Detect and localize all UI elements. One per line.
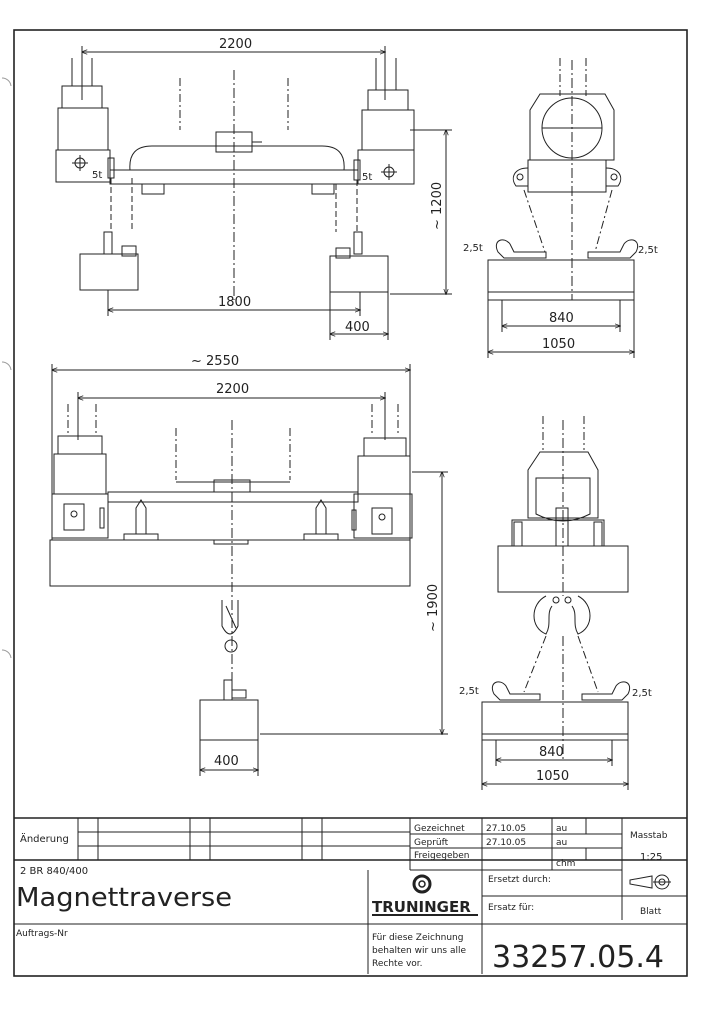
dim-top-spacing: 1800 — [218, 295, 251, 310]
scale-value: 1:25 — [640, 852, 662, 863]
bottom-front-view — [49, 364, 448, 776]
drawing-number: 33257.05.4 — [492, 940, 664, 975]
scale-label: Masstab — [630, 831, 668, 841]
drawing-frame — [13, 29, 688, 977]
rights-line-3: Rechte vor. — [372, 959, 423, 969]
side-load-left-bottom: 2,5t — [459, 686, 479, 697]
released-label: Freigegeben — [414, 851, 470, 861]
sheet-label: Blatt — [640, 907, 662, 917]
dim-top-width: 2200 — [219, 37, 252, 52]
dim-bottom-overall: ~ 2550 — [191, 354, 239, 369]
rights-line-2: behalten wir uns alle — [372, 946, 466, 956]
checked-by: au — [556, 838, 567, 848]
side-load-left: 2,5t — [463, 243, 483, 254]
side-load-right-bottom: 2,5t — [632, 688, 652, 699]
replaced-by-label: Ersetzt durch: — [488, 875, 551, 885]
dim-bottom-height: ~ 1900 — [426, 584, 441, 632]
bottom-side-view — [482, 416, 630, 790]
side-load-right: 2,5t — [638, 245, 658, 256]
dim-side-inner-top: 840 — [549, 311, 574, 326]
title-block-lines — [14, 817, 687, 974]
dim-side-inner-bottom: 840 — [539, 745, 564, 760]
type-code: 2 BR 840/400 — [20, 866, 88, 877]
dim-side-outer-bottom: 1050 — [536, 769, 569, 784]
dim-bottom-box: 400 — [214, 754, 239, 769]
dim-top-box: 400 — [345, 320, 370, 335]
checked-date: 27.10.05 — [486, 838, 526, 848]
top-front-view — [55, 46, 452, 340]
checked-label: Geprüft — [414, 838, 449, 848]
drawn-label: Gezeichnet — [414, 824, 465, 834]
drawing-title: Magnettraverse — [16, 883, 232, 913]
drawn-by: au — [556, 824, 567, 834]
company-name: TRUNINGER — [372, 898, 471, 916]
load-label-left: 5t — [92, 170, 102, 181]
drawn-date: 27.10.05 — [486, 824, 526, 834]
dim-bottom-width: 2200 — [216, 382, 249, 397]
top-side-view — [488, 58, 638, 358]
load-label-right: 5t — [362, 172, 372, 183]
replacement-for-label: Ersatz für: — [488, 903, 534, 913]
rights-line-1: Für diese Zeichnung — [372, 933, 463, 943]
dim-side-outer-top: 1050 — [542, 337, 575, 352]
dim-top-height: ~ 1200 — [430, 182, 445, 230]
punch-holes — [1, 77, 12, 659]
released-by: chm — [556, 859, 575, 869]
order-label: Auftrags-Nr — [16, 929, 68, 939]
change-label: Änderung — [20, 832, 69, 845]
